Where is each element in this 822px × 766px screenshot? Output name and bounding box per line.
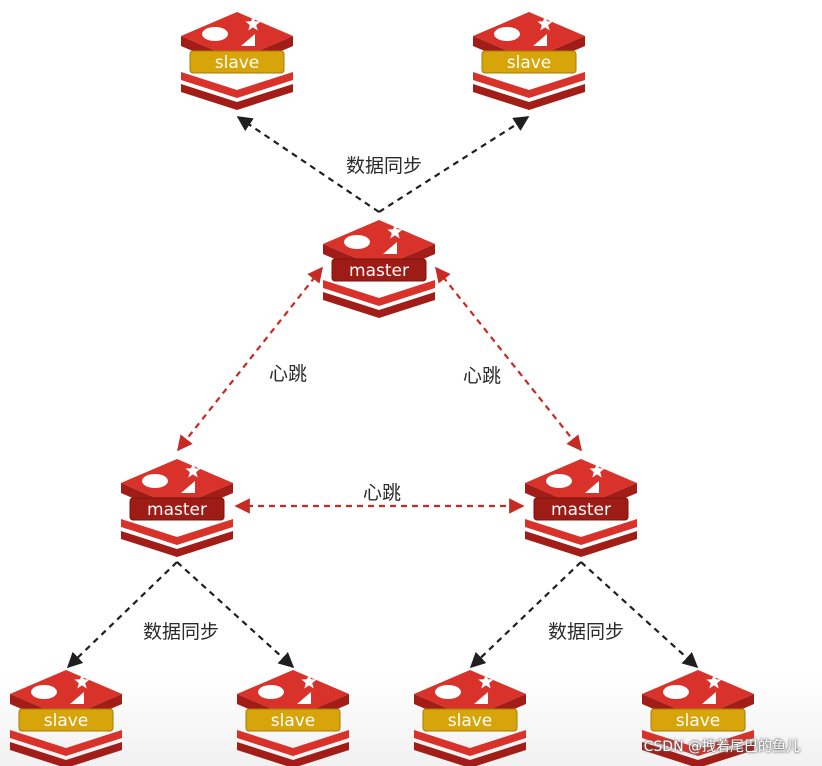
sync-arrow-master-top-to-slave-top-right (378, 116, 530, 213)
slave-bottom-1-node: slave (10, 670, 122, 766)
labels-layer: 数据同步 心跳 心跳 心跳 数据同步 数据同步 (143, 155, 624, 643)
slave-top-left-label: slave (215, 53, 260, 73)
sync-arrow-master-left-to-slave-bottom-2 (176, 561, 295, 669)
heartbeat-arrow-master-top-to-master-left (177, 266, 323, 452)
slave-bottom-2-node: slave (237, 670, 349, 766)
sync-arrow-master-left-to-slave-bottom-1 (66, 561, 178, 669)
master-top-node: master (323, 220, 435, 318)
sync-label-bottom-left: 数据同步 (143, 621, 219, 643)
slave-top-right-label: slave (507, 53, 552, 73)
master-left-label: master (147, 500, 207, 520)
slave-top-right-node: slave (473, 12, 585, 110)
sync-label-bottom-right: 数据同步 (548, 621, 624, 643)
slave-bottom-2-label: slave (271, 711, 316, 731)
watermark: CSDN @拽着尾巴的鱼儿 (643, 739, 800, 755)
master-right-label: master (551, 500, 611, 520)
slave-bottom-4-label: slave (676, 711, 721, 731)
heartbeat-label-right: 心跳 (463, 365, 501, 387)
master-right-node: master (525, 459, 637, 557)
slave-bottom-4-node: slave (642, 670, 754, 766)
nodes-layer: slave slave master master master slave slave sl… (10, 12, 754, 766)
sync-arrow-master-right-to-slave-bottom-3 (469, 561, 582, 669)
slave-bottom-3-label: slave (448, 711, 493, 731)
slave-bottom-1-label: slave (44, 711, 89, 731)
sync-label-top: 数据同步 (346, 155, 422, 177)
sync-arrow-master-right-to-slave-bottom-4 (580, 561, 699, 669)
heartbeat-label-left: 心跳 (269, 363, 307, 385)
edges-layer (66, 116, 699, 669)
master-top-label: master (349, 261, 409, 281)
slave-top-left-node: slave (181, 12, 293, 110)
slave-bottom-3-node: slave (414, 670, 526, 766)
master-left-node: master (121, 459, 233, 557)
heartbeat-label-middle: 心跳 (363, 482, 401, 504)
heartbeat-arrow-master-top-to-master-right (435, 266, 582, 452)
